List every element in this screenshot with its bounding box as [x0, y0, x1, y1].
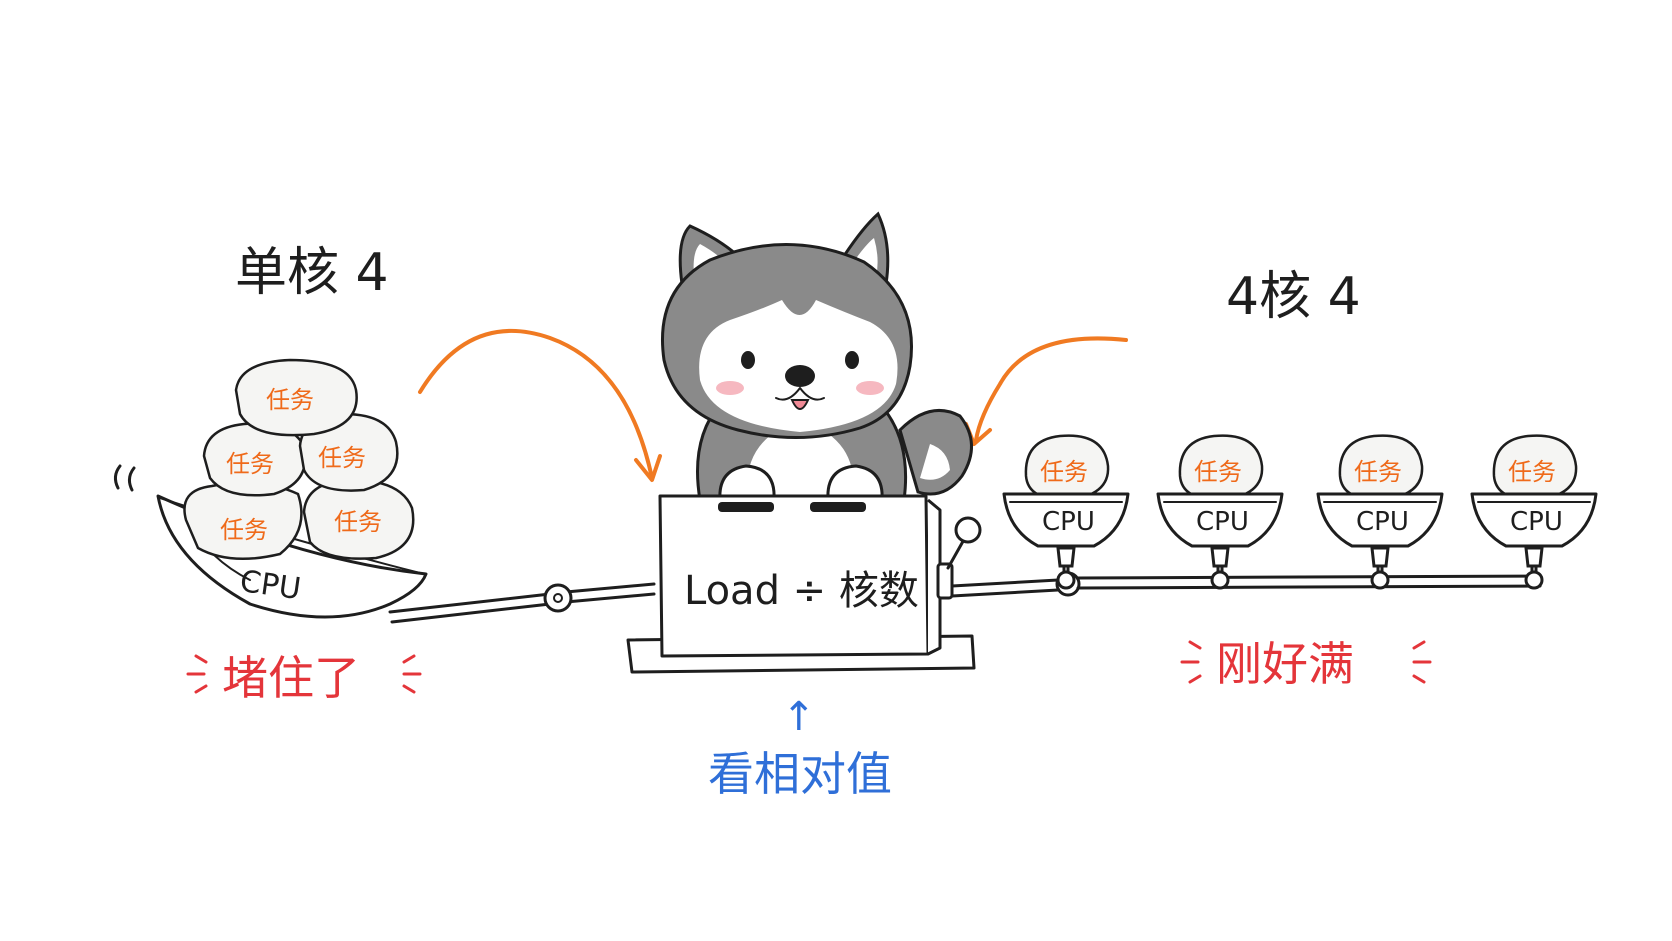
curved-arrow-icon [964, 336, 1128, 446]
quad-core-status-text: 刚好满 [1216, 637, 1354, 691]
svg-text:任务: 任务 [220, 516, 268, 544]
cpu-bowl [1470, 492, 1598, 548]
cpu-core: 任务 CPU [1470, 434, 1598, 590]
task-blob: 任务 [302, 478, 415, 560]
cpu-label: CPU [1510, 507, 1563, 537]
cpu-label: CPU [1042, 507, 1095, 537]
cpu-bowl [1156, 492, 1284, 548]
task-blob: 任务 [298, 412, 399, 492]
cpu-bowl [1002, 492, 1130, 548]
shake-lines-icon [113, 464, 136, 492]
load-machine: Load ÷ 核数 [626, 494, 982, 674]
caption-text: 看相对值 [708, 747, 892, 801]
cpu-bowl [1316, 492, 1444, 548]
crank-lever-icon [936, 516, 982, 600]
single-cpu-label: CPU [238, 564, 303, 607]
cpu-rail [950, 571, 1542, 598]
svg-text:任务: 任务 [318, 444, 366, 472]
emphasis-bracket-icon [186, 654, 422, 694]
caption-arrow: ↑ [782, 694, 816, 740]
task-label: 任务 [1508, 458, 1556, 486]
single-core-group: 单核 4 CPU 任务 任务 任务 [113, 243, 428, 705]
cpu-core: 任务 CPU [1156, 434, 1284, 590]
svg-text:任务: 任务 [226, 450, 274, 478]
machine-label: Load ÷ 核数 [684, 568, 919, 614]
cpu-core: 任务 CPU [1002, 434, 1130, 590]
quad-core-heading: 4核 4 [1226, 267, 1361, 327]
emphasis-bracket-icon [1180, 640, 1432, 684]
task-pile: 任务 任务 任务 任务 任务 [183, 358, 415, 561]
cpu-core: 任务 CPU [1316, 434, 1444, 590]
caption-group: ↑ 看相对值 [708, 694, 892, 801]
quad-core-group: 4核 4 任务 CPU 任务 CPU 任务 CPU 任务 CPU 刚好满 [950, 267, 1598, 691]
svg-text:任务: 任务 [266, 386, 314, 414]
husky-mascot-icon [661, 211, 973, 502]
task-label: 任务 [1354, 458, 1402, 486]
task-blob: 任务 [234, 358, 358, 437]
left-lever-rod [388, 582, 656, 624]
task-label: 任务 [1194, 458, 1242, 486]
curved-arrow-icon [418, 328, 662, 482]
svg-text:任务: 任务 [334, 508, 382, 536]
single-core-status: 堵住了 [186, 651, 422, 705]
cpu-label: CPU [1196, 507, 1249, 537]
single-core-status-text: 堵住了 [222, 651, 360, 705]
single-core-heading: 单核 4 [235, 243, 389, 303]
quad-core-status: 刚好满 [1180, 637, 1432, 691]
task-blob: 任务 [183, 481, 303, 561]
task-label: 任务 [1040, 458, 1088, 486]
cpu-label: CPU [1356, 507, 1409, 537]
